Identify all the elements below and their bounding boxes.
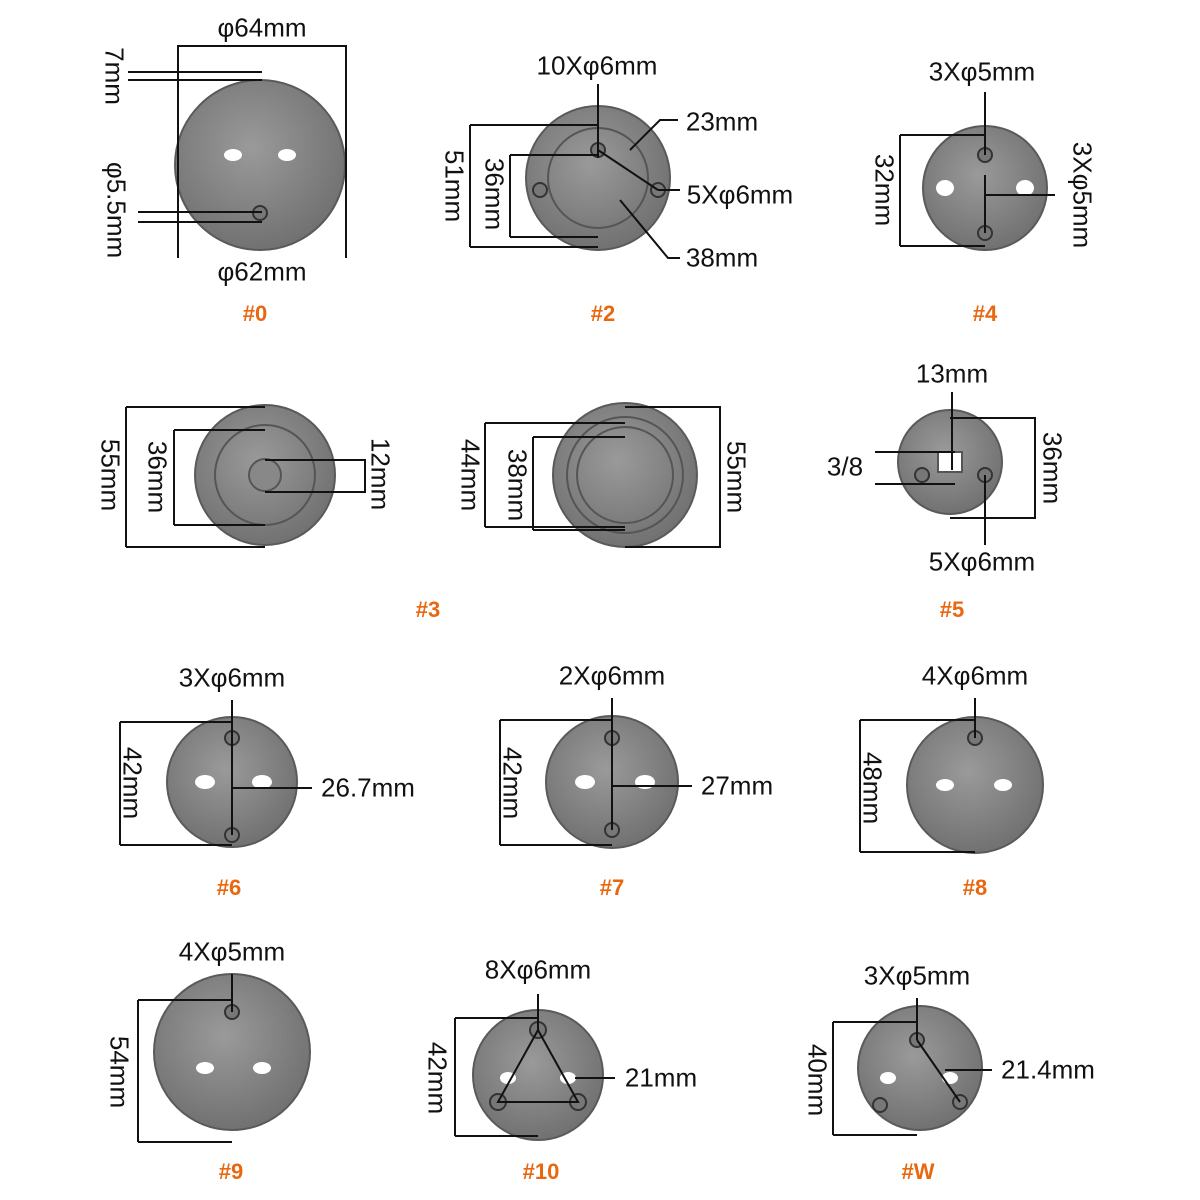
dim-label: 55mm xyxy=(721,440,752,514)
adapter-number: #0 xyxy=(242,301,268,326)
dim-label: 2Xφ6mm xyxy=(558,660,666,691)
adapter-number: #5 xyxy=(939,597,965,622)
dim-label: 38mm xyxy=(502,448,533,522)
adapter-number: #6 xyxy=(216,875,242,900)
adapter-number: #4 xyxy=(972,301,998,326)
dim-label: 42mm xyxy=(422,1041,453,1115)
dim-label: 44mm xyxy=(455,438,486,512)
dim-label: 48mm xyxy=(857,751,888,825)
disc-3b xyxy=(552,402,698,548)
disc-0 xyxy=(174,79,346,251)
disc-W xyxy=(857,1005,983,1131)
dim-label: φ5.5mm xyxy=(101,161,132,259)
dim-label: 55mm xyxy=(95,438,126,512)
dim-label: 21.4mm xyxy=(1001,1054,1095,1085)
adapter-number: #9 xyxy=(218,1159,244,1184)
dim-label: 42mm xyxy=(497,746,528,820)
dim-label: 7mm xyxy=(99,47,130,105)
dim-label: 5Xφ6mm xyxy=(928,546,1036,577)
dim-label: 5Xφ6mm xyxy=(686,179,794,210)
adapter-number: #2 xyxy=(590,301,616,326)
dim-label: 32mm xyxy=(869,153,900,227)
dim-label: 12mm xyxy=(365,437,396,511)
dim-label: 10Xφ6mm xyxy=(536,50,658,81)
dim-label: 21mm xyxy=(624,1062,698,1093)
dim-label: 42mm xyxy=(117,746,148,820)
dim-label: 23mm xyxy=(685,106,759,137)
dim-label: 36mm xyxy=(142,440,173,514)
adapter-number: #10 xyxy=(522,1159,560,1184)
dim-label: 13mm xyxy=(915,358,989,389)
adapter-number: #3 xyxy=(415,597,441,622)
dim-label: 36mm xyxy=(479,157,510,231)
adapter-number: #W xyxy=(901,1159,935,1184)
adapter-number: #7 xyxy=(599,875,625,900)
dim-label: 40mm xyxy=(802,1043,833,1117)
dim-label: φ64mm xyxy=(217,12,307,43)
dim-label: 3Xφ5mm xyxy=(1067,141,1098,249)
dim-label: 51mm xyxy=(439,149,470,223)
dim-label: φ62mm xyxy=(217,256,307,287)
dim-label: 3Xφ5mm xyxy=(863,960,971,991)
dim-label: 4Xφ5mm xyxy=(178,936,286,967)
dim-label: 38mm xyxy=(685,242,759,273)
dim-label: 36mm xyxy=(1037,431,1068,505)
dim-label: 3/8 xyxy=(826,451,864,482)
dim-label: 3Xφ6mm xyxy=(178,662,286,693)
dim-label: 26.7mm xyxy=(321,772,415,803)
adapter-number: #8 xyxy=(962,875,988,900)
dim-label: 3Xφ5mm xyxy=(928,56,1036,87)
dim-label: 54mm xyxy=(104,1035,135,1109)
dim-label: 8Xφ6mm xyxy=(484,954,592,985)
dim-label: 4Xφ6mm xyxy=(921,660,1029,691)
dim-label: 27mm xyxy=(700,770,774,801)
